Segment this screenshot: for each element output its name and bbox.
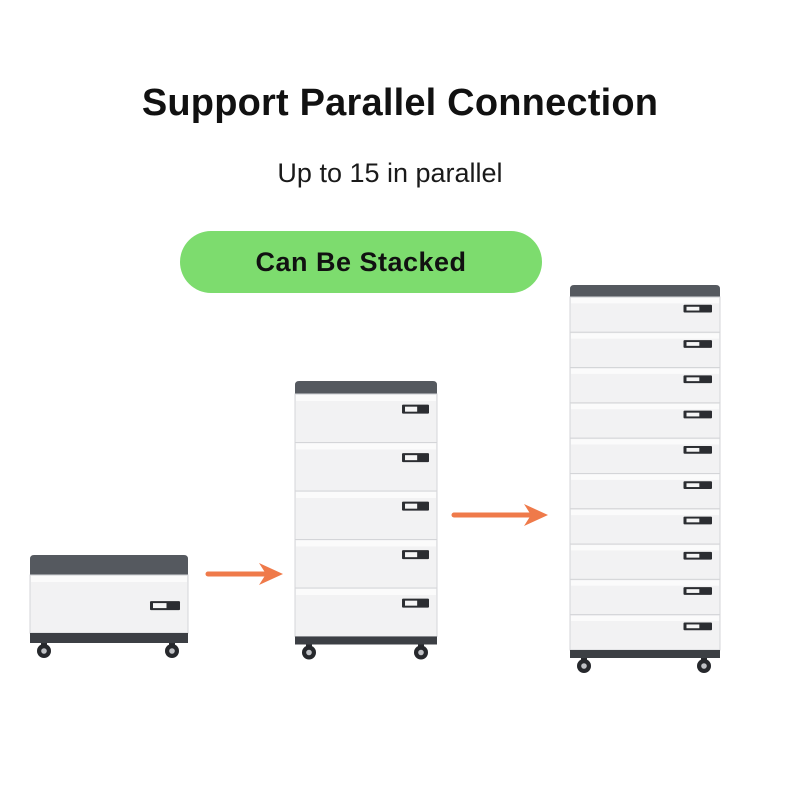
battery-module (569, 473, 721, 510)
module-highlight (571, 368, 719, 374)
module-highlight (571, 403, 719, 410)
indicator-window (686, 447, 700, 452)
module-body (294, 587, 438, 637)
stack-base (30, 633, 188, 643)
module-highlight (571, 545, 719, 551)
top-panel (570, 285, 720, 297)
module-highlight (296, 395, 436, 401)
stack-of-five (294, 381, 438, 660)
battery-module (569, 614, 721, 651)
battery-module (569, 367, 721, 404)
subtitle: Up to 15 in parallel (277, 158, 503, 188)
arrow-head (524, 504, 548, 526)
battery-module (569, 578, 721, 616)
arrow-to-five (205, 563, 283, 585)
indicator-window (405, 600, 418, 606)
module-highlight (296, 589, 436, 595)
module-highlight (571, 333, 719, 339)
module-body (294, 539, 438, 589)
caster-hub (418, 649, 424, 656)
indicator-window (686, 342, 700, 346)
caster-hub (701, 663, 707, 669)
stacked-badge-label: Can Be Stacked (255, 246, 467, 277)
battery-module (294, 539, 438, 589)
module-highlight (571, 580, 719, 586)
battery-module (294, 393, 438, 443)
indicator-window (686, 589, 700, 593)
module-highlight (571, 474, 719, 480)
battery-module (294, 587, 438, 637)
module-highlight (571, 509, 719, 516)
battery-module (29, 574, 189, 634)
indicator-window (686, 624, 700, 629)
base-unit (29, 555, 189, 658)
battery-module (569, 543, 721, 580)
module-highlight (571, 298, 719, 304)
page-title: Support Parallel Connection (141, 82, 659, 124)
module-highlight (571, 439, 719, 445)
battery-module (569, 296, 721, 333)
top-panel (295, 381, 437, 394)
caster-hub (41, 648, 47, 654)
arrow-to-ten (451, 504, 548, 526)
indicator-window (686, 306, 700, 311)
indicator-window (686, 483, 700, 488)
indicator-window (686, 377, 700, 382)
stacked-badge: Can Be Stacked (180, 231, 542, 293)
module-highlight (296, 540, 436, 547)
caster-hub (581, 663, 587, 669)
module-body (294, 442, 438, 492)
arrow-head (259, 563, 283, 585)
indicator-window (405, 406, 418, 412)
stack-base (570, 650, 720, 658)
indicator-window (405, 455, 418, 461)
caster-hub (306, 649, 312, 656)
indicator-window (405, 503, 418, 509)
stack-of-ten (569, 285, 721, 673)
battery-module (569, 331, 721, 369)
caster-hub (169, 648, 175, 654)
battery-module (569, 508, 721, 545)
indicator-window (686, 553, 700, 558)
indicator-window (153, 603, 167, 609)
module-highlight (296, 443, 436, 450)
indicator-window (686, 412, 700, 417)
indicator-window (405, 552, 418, 558)
indicator-window (686, 518, 700, 523)
module-body (294, 393, 438, 443)
module-highlight (571, 615, 719, 621)
module-highlight (296, 492, 436, 498)
battery-module (294, 490, 438, 540)
module-body (294, 490, 438, 540)
battery-module (294, 442, 438, 492)
battery-module (569, 402, 721, 439)
top-panel (30, 555, 188, 575)
module-highlight (31, 576, 187, 582)
stack-base (295, 636, 437, 645)
battery-module (569, 437, 721, 475)
